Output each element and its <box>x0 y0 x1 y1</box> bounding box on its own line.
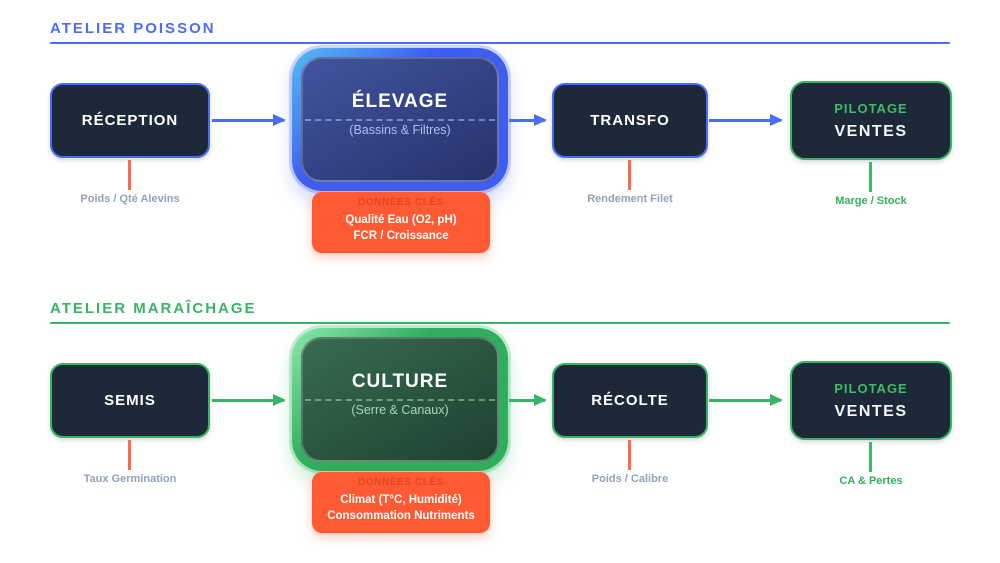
kpi-box-elevage: DONNÉES CLÉS Qualité Eau (O2, pH) FCR / … <box>312 192 490 254</box>
kpi-connector-line <box>628 440 631 470</box>
kpi-label-transfo: Rendement Filet <box>587 193 673 205</box>
node-pilotage-ventes: PILOTAGE VENTES <box>790 361 952 440</box>
kpi-label-pilotage: Marge / Stock <box>835 195 907 207</box>
kpi-box-line1: Climat (T°C, Humidité) <box>340 494 462 506</box>
node-transfo: TRANSFO <box>552 83 708 158</box>
kpi-box-header: DONNÉES CLÉS <box>357 197 445 208</box>
section-title: ATELIER POISSON <box>50 20 216 37</box>
node-pilotage-ventes: PILOTAGE VENTES <box>790 81 952 160</box>
node-reception: RÉCEPTION <box>50 83 210 158</box>
node-elevage: ÉLEVAGE (Bassins & Filtres) <box>292 48 508 191</box>
kpi-box-line1: Qualité Eau (O2, pH) <box>345 214 457 226</box>
kpi-connector-line <box>128 160 131 190</box>
pilotage-label: PILOTAGE <box>834 380 908 396</box>
kpi-connector-line <box>869 162 872 192</box>
kpi-label-reception: Poids / Qté Alevins <box>80 193 180 205</box>
flow-arrow <box>509 119 545 122</box>
kpi-label-recolte: Poids / Calibre <box>591 473 669 485</box>
pilotage-label: PILOTAGE <box>834 100 908 116</box>
kpi-connector-line <box>628 160 631 190</box>
node-reception-label: RÉCEPTION <box>81 112 179 129</box>
node-culture-inner: CULTURE (Serre & Canaux) <box>301 337 499 462</box>
section-divider-line <box>50 322 950 324</box>
flow-arrow <box>212 119 284 122</box>
node-elevage-title: ÉLEVAGE <box>351 91 449 112</box>
node-culture: CULTURE (Serre & Canaux) <box>292 328 508 471</box>
node-culture-subtitle: (Serre & Canaux) <box>351 403 449 417</box>
node-recolte: RÉCOLTE <box>552 363 708 438</box>
dashed-midline <box>305 399 495 401</box>
kpi-connector-line <box>128 440 131 470</box>
flow-arrow <box>709 119 781 122</box>
node-transfo-label: TRANSFO <box>590 112 670 129</box>
flow-arrow <box>709 399 781 402</box>
flow-arrow <box>509 399 545 402</box>
section-divider-line <box>50 42 950 44</box>
node-culture-title: CULTURE <box>351 371 449 392</box>
node-semis-label: SEMIS <box>104 392 156 409</box>
kpi-label-semis: Taux Germination <box>83 473 177 485</box>
kpi-box-header: DONNÉES CLÉS <box>357 477 445 488</box>
ventes-label: VENTES <box>834 122 908 140</box>
ventes-label: VENTES <box>834 402 908 420</box>
node-elevage-inner: ÉLEVAGE (Bassins & Filtres) <box>301 57 499 182</box>
flow-arrow <box>212 399 284 402</box>
kpi-box-culture: DONNÉES CLÉS Climat (T°C, Humidité) Cons… <box>312 472 490 534</box>
dashed-midline <box>305 119 495 121</box>
kpi-connector-line <box>869 442 872 472</box>
node-recolte-label: RÉCOLTE <box>591 392 669 409</box>
kpi-label-pilotage: CA & Pertes <box>839 475 903 487</box>
node-semis: SEMIS <box>50 363 210 438</box>
kpi-box-line2: Consommation Nutriments <box>327 510 475 523</box>
kpi-box-line2: FCR / Croissance <box>353 230 449 243</box>
node-elevage-subtitle: (Bassins & Filtres) <box>349 123 451 137</box>
section-title: ATELIER MARAÎCHAGE <box>50 300 257 317</box>
